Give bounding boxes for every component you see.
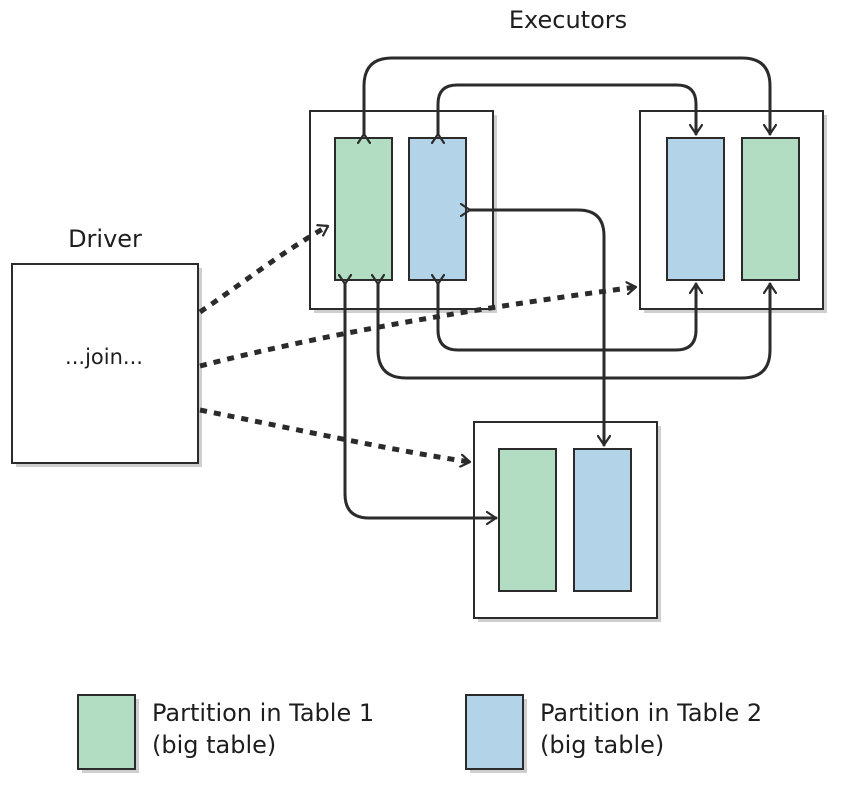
- legend-swatch-table1: [77, 694, 136, 770]
- executors-title: Executors: [509, 6, 627, 34]
- legend-item-table2: Partition in Table 2 (big table): [465, 694, 762, 773]
- executor-box-3: [473, 421, 661, 622]
- shuffle-arrow-table1-exec3: [345, 284, 498, 518]
- shuffle-arrow-table2-top: [438, 83, 696, 134]
- shuffle-arrow-table1-top: [364, 56, 770, 134]
- driver-arrow-to-executor-3: [199, 407, 470, 462]
- driver-box: ...join...: [11, 263, 202, 467]
- legend-label-table2-line2: (big table): [540, 731, 664, 759]
- partition-table1: [334, 137, 393, 281]
- legend-label-table1-line1: Partition in Table 1: [152, 699, 374, 727]
- driver-label: Driver: [68, 225, 142, 253]
- legend: Partition in Table 1 (big table) Partiti…: [77, 694, 762, 773]
- shuffle-arrow-table2-exec3: [470, 210, 604, 447]
- legend-swatch-table2: [465, 694, 524, 770]
- partition-table2: [408, 137, 467, 281]
- driver-arrow-to-executor-1: [198, 223, 330, 315]
- partition-table2: [573, 448, 632, 592]
- partition-table1: [498, 448, 557, 592]
- partition-table1: [741, 137, 800, 281]
- executor-box-2: [639, 110, 827, 313]
- executor-box-1: [309, 110, 497, 313]
- partition-table2: [666, 137, 725, 281]
- legend-item-table1: Partition in Table 1 (big table): [77, 694, 374, 773]
- shuffle-arrows: [345, 56, 770, 518]
- legend-label-table2-line1: Partition in Table 2: [540, 699, 762, 727]
- legend-label-table1-line2: (big table): [152, 731, 276, 759]
- driver-join-text: ...join...: [65, 345, 143, 369]
